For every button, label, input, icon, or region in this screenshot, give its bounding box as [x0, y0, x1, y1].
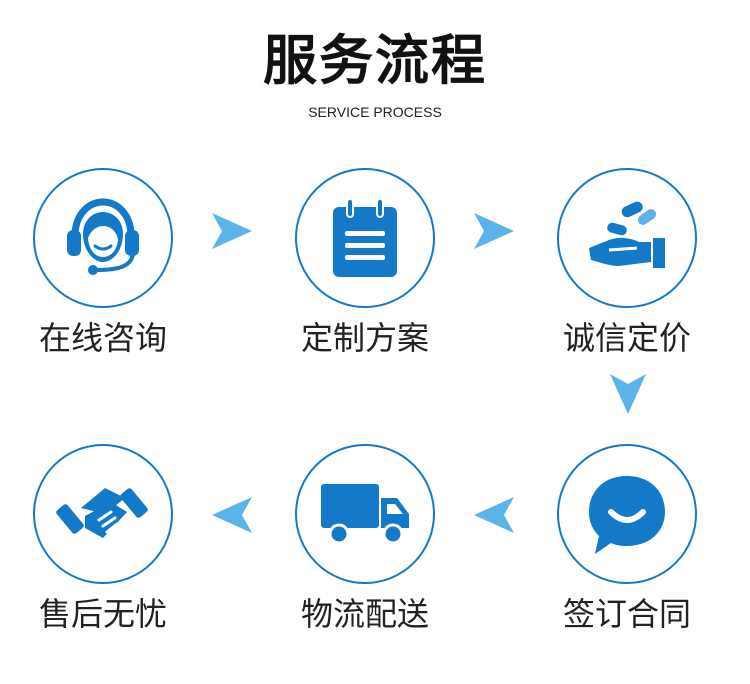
step-label: 定制方案	[300, 319, 429, 357]
step-after-sales: 售后无忧	[13, 444, 193, 684]
step-honest-pricing: 诚信定价	[537, 168, 717, 408]
page-subtitle: SERVICE PROCESS	[308, 104, 442, 120]
step-custom-plan: 定制方案	[275, 168, 455, 408]
delivery-truck-icon	[321, 484, 409, 545]
step-circle	[557, 168, 697, 308]
step-logistics: 物流配送	[275, 444, 455, 684]
arrow-right-icon	[472, 209, 516, 253]
headset-agent-icon	[67, 198, 139, 275]
step-label: 售后无忧	[38, 595, 167, 633]
step-circle	[33, 168, 173, 308]
step-sign-contract: 签订合同	[537, 444, 717, 684]
step-label: 在线咨询	[38, 319, 167, 357]
arrow-down-icon	[606, 372, 650, 416]
notepad-icon	[333, 198, 397, 277]
arrow-right-icon	[210, 209, 254, 253]
step-label: 诚信定价	[562, 319, 691, 357]
chat-bubble-icon	[589, 476, 665, 554]
hand-pills-icon	[589, 201, 665, 268]
arrow-left-icon	[472, 493, 516, 537]
handshake-icon	[56, 488, 148, 538]
step-circle	[557, 444, 697, 584]
step-online-consult: 在线咨询	[13, 168, 193, 408]
step-circle	[295, 168, 435, 308]
step-circle	[33, 444, 173, 584]
step-label: 物流配送	[300, 595, 429, 633]
step-circle	[295, 444, 435, 584]
step-label: 签订合同	[562, 595, 691, 633]
page-title: 服务流程	[263, 29, 487, 92]
arrow-left-icon	[210, 493, 254, 537]
